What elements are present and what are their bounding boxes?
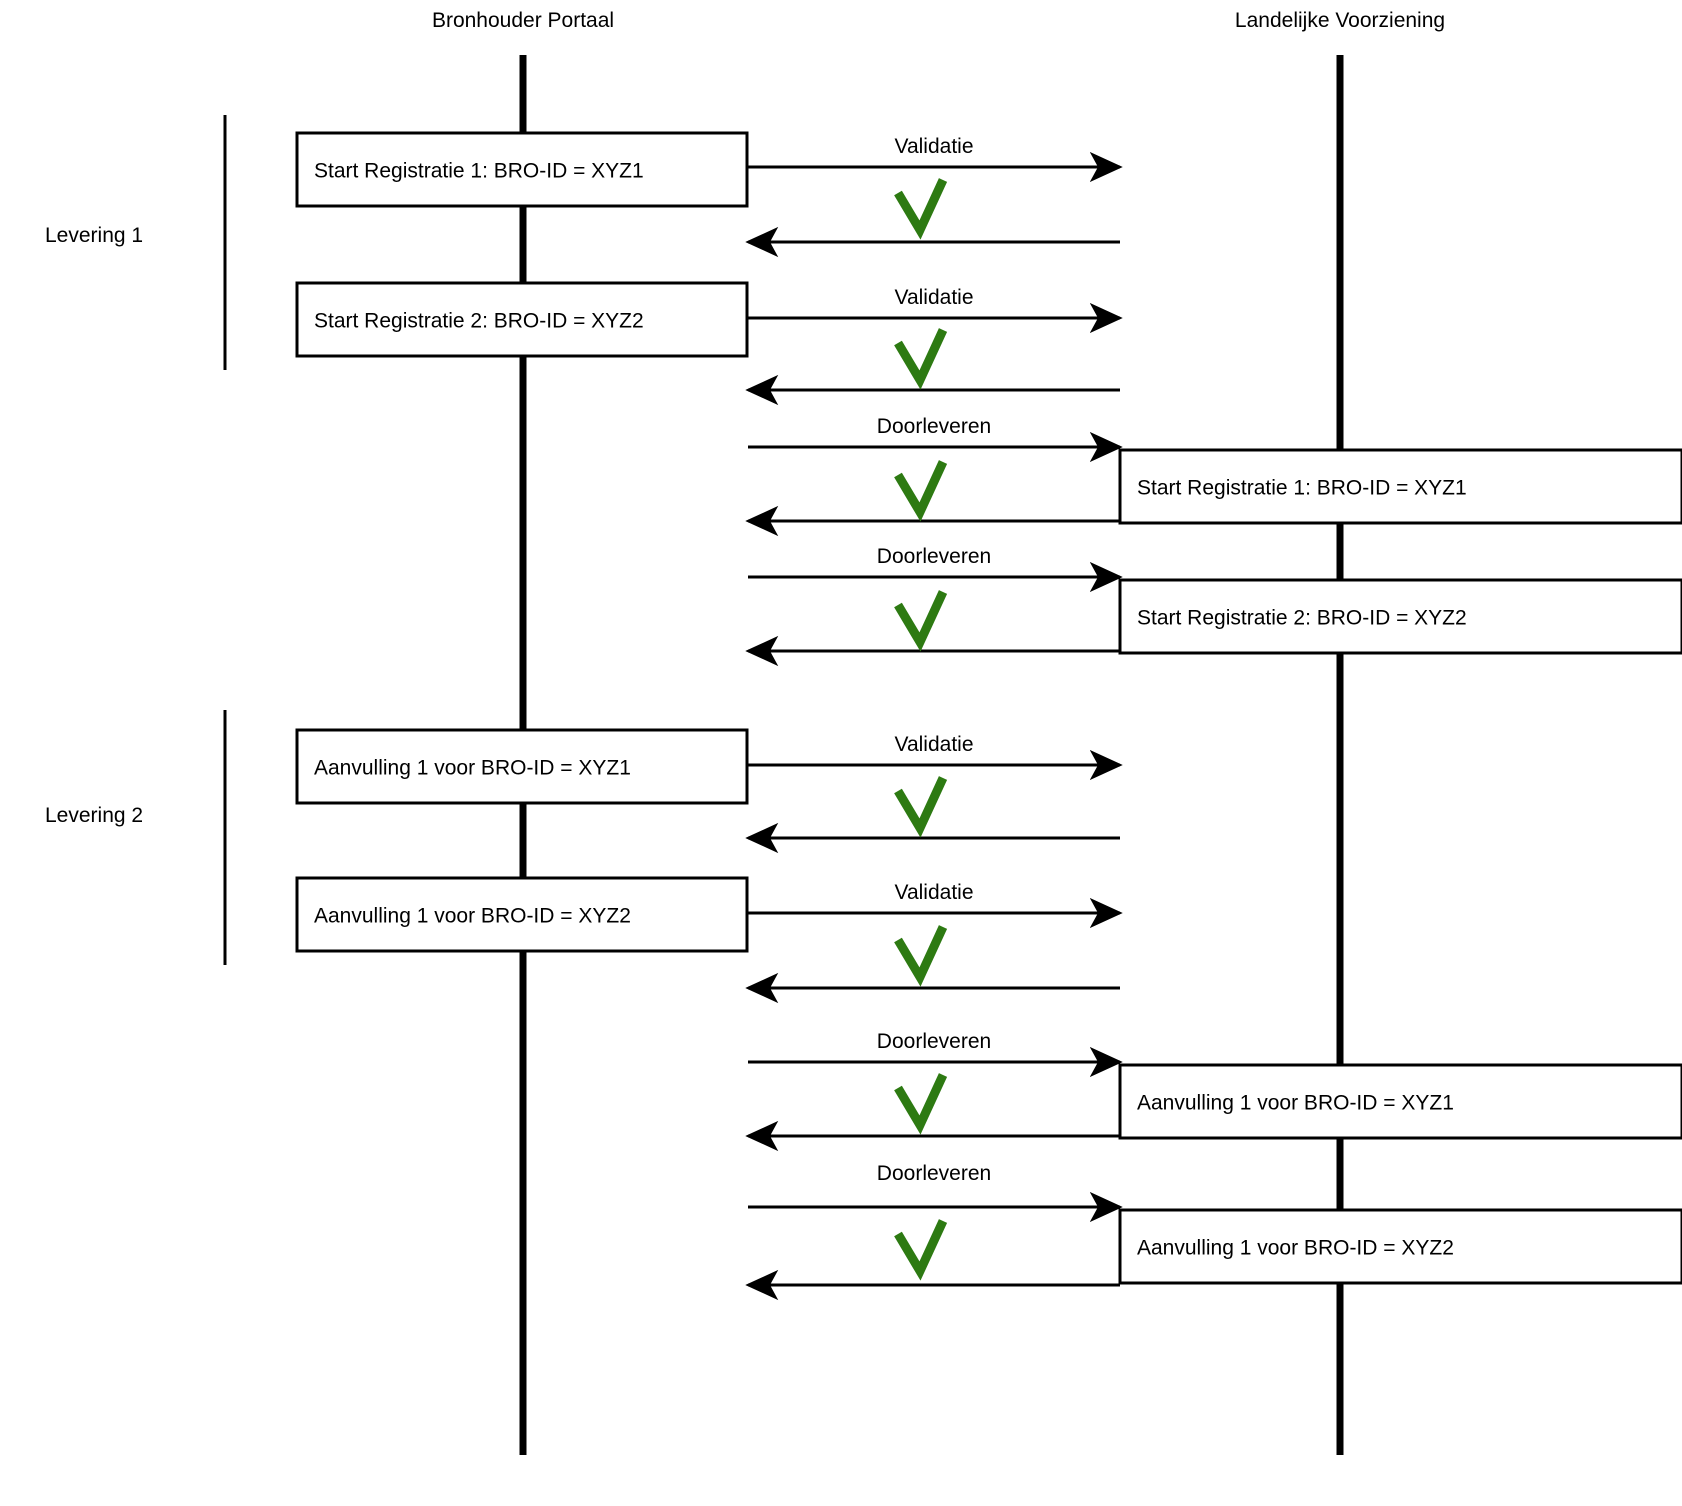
message-box-label-box-l4: Aanvulling 1 voor BRO-ID = XYZ2 <box>314 905 631 928</box>
message-label-msg-15: Doorleveren <box>877 1162 991 1185</box>
message-box-box-l4 <box>295 876 749 953</box>
group-label-levering-2: Levering 2 <box>45 804 143 827</box>
message-label-msg-3: Validatie <box>895 286 974 309</box>
message-box-box-l1 <box>295 131 749 208</box>
message-box-label-box-l2: Start Registratie 2: BRO-ID = XYZ2 <box>314 310 644 333</box>
message-box-label-box-r2: Start Registratie 2: BRO-ID = XYZ2 <box>1137 607 1467 630</box>
lifeline-label-landelijke: Landelijke Voorziening <box>1235 9 1445 32</box>
lifeline-headers: Bronhouder Portaal Landelijke Voorziening <box>432 9 1445 32</box>
message-label-msg-11: Validatie <box>895 881 974 904</box>
message-box-label-box-l3: Aanvulling 1 voor BRO-ID = XYZ1 <box>314 757 631 780</box>
checkmark-icon <box>894 776 948 838</box>
checkmark-icon <box>894 925 948 987</box>
checkmark-icon <box>894 178 948 240</box>
message-box-label-box-r4: Aanvulling 1 voor BRO-ID = XYZ2 <box>1137 1237 1454 1260</box>
message-box-box-l3 <box>295 728 749 805</box>
group-brackets: Levering 1 Levering 2 <box>45 115 227 965</box>
checkmark-icon <box>894 460 948 522</box>
message-box-box-l2 <box>295 281 749 358</box>
checkmark-icon <box>894 1219 948 1281</box>
message-label-msg-5: Doorleveren <box>877 415 991 438</box>
checkmarks <box>894 178 948 1281</box>
message-box-box-r2 <box>1118 578 1682 655</box>
group-label-levering-1: Levering 1 <box>45 224 143 247</box>
message-box-box-r3 <box>1118 1063 1682 1140</box>
message-label-msg-1: Validatie <box>895 135 974 158</box>
checkmark-icon <box>894 1073 948 1135</box>
message-box-box-r4 <box>1118 1208 1682 1285</box>
checkmark-icon <box>894 590 948 652</box>
message-label-msg-13: Doorleveren <box>877 1030 991 1053</box>
lifeline-label-bronhouder: Bronhouder Portaal <box>432 9 614 32</box>
messages: ValidatieValidatieDoorleverenDoorleveren… <box>745 135 1123 1301</box>
message-box-label-box-r1: Start Registratie 1: BRO-ID = XYZ1 <box>1137 477 1467 500</box>
message-label-msg-7: Doorleveren <box>877 545 991 568</box>
checkmark-icon <box>894 328 948 390</box>
message-box-box-r1 <box>1118 448 1682 525</box>
message-boxes: Start Registratie 1: BRO-ID = XYZ1Start … <box>295 131 1682 1285</box>
message-label-msg-9: Validatie <box>895 733 974 756</box>
message-box-label-box-r3: Aanvulling 1 voor BRO-ID = XYZ1 <box>1137 1092 1454 1115</box>
message-box-label-box-l1: Start Registratie 1: BRO-ID = XYZ1 <box>314 160 644 183</box>
